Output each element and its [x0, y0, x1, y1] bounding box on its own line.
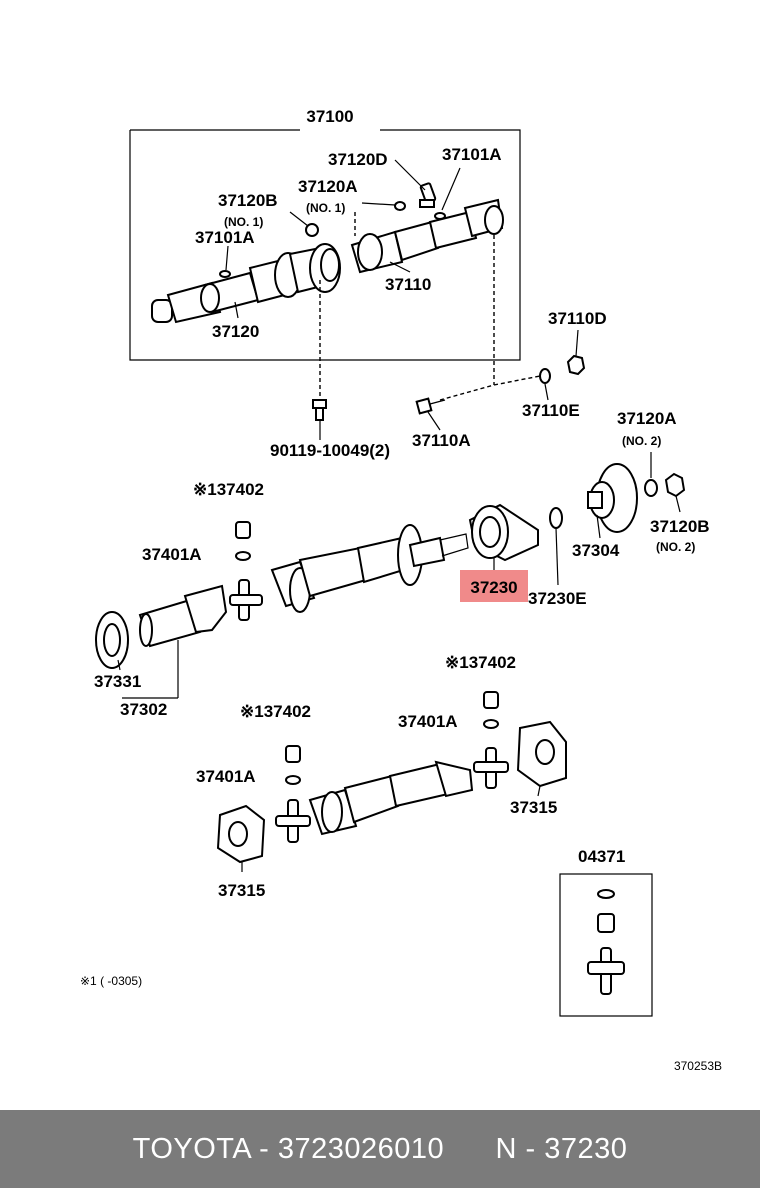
spider-bearing-37402-b: ※137402: [445, 653, 516, 709]
label-37120B-no2-sub: (NO. 2): [656, 540, 695, 554]
footer-brand-part: TOYOTA - 3723026010: [132, 1132, 445, 1165]
washer-37110E: 37110E: [522, 368, 580, 420]
label-37401A-b: 37401A: [398, 712, 458, 731]
label-37302: 37302: [120, 700, 167, 719]
label-37120A-no1: 37120A: [298, 177, 358, 196]
sleeve-yoke-37302: 37302: [120, 584, 228, 719]
spider-bearing-37402-a: ※137402: [193, 480, 264, 539]
label-37120A-no2: 37120A: [617, 409, 677, 428]
bolt-90119-10049: 90119-10049(2): [270, 399, 390, 460]
snap-ring-37401A-c: 37401A: [196, 767, 301, 786]
nut-37120B-no1: [305, 223, 319, 237]
label-37230E: 37230E: [528, 589, 587, 608]
label-37402-b: ※137402: [445, 653, 516, 672]
label-37315-right: 37315: [510, 798, 557, 817]
parts-diagram: 37100: [80, 107, 722, 1073]
label-37110E: 37110E: [522, 401, 580, 420]
label-37120D: 37120D: [328, 150, 388, 169]
label-37120A-no1-sub: (NO. 1): [306, 201, 345, 215]
label-37101A-top: 37101A: [442, 145, 502, 164]
clip-37101A-left: [219, 270, 231, 278]
assembly-37100-group: 37100: [129, 107, 521, 361]
label-37401A-c: 37401A: [196, 767, 256, 786]
label-37101A-left: 37101A: [195, 228, 255, 247]
label-37120: 37120: [212, 322, 259, 341]
washer-37120A-no2: 37120A (NO. 2): [617, 409, 677, 497]
intermediate-shaft: [270, 524, 469, 613]
footer-gap: [444, 1133, 495, 1166]
footer-ref: N - 37230: [495, 1132, 628, 1165]
nut-37120B-no2: 37120B (NO. 2): [650, 472, 710, 554]
label-37110A: 37110A: [412, 431, 471, 450]
diagram-code: 370253B: [674, 1059, 722, 1073]
label-37120A-no2-sub: (NO. 2): [622, 434, 661, 448]
label-04371: 04371: [578, 847, 625, 866]
bolt-37110A: 37110A: [412, 397, 471, 450]
nut-37110D: 37110D: [548, 309, 607, 376]
label-37402-c: ※137402: [240, 702, 311, 721]
propeller-shaft-rear-37110: [350, 198, 504, 274]
highlight-box-37230: [460, 570, 528, 602]
part-number-footer: TOYOTA - 3723026010 N - 37230: [0, 1110, 760, 1188]
label-37100: 37100: [306, 107, 353, 126]
center-bearing-37230: 37230: [460, 503, 539, 602]
label-37120B-no1-sub: (NO. 1): [224, 215, 263, 229]
snap-ring-37401A-a: 37401A: [142, 545, 251, 564]
label-37304: 37304: [572, 541, 620, 560]
label-37315-left: 37315: [218, 881, 265, 900]
kit-04371: 04371: [559, 847, 653, 1017]
label-37120B-no1: 37120B: [218, 191, 278, 210]
footnote: ※1 ( -0305): [80, 974, 142, 988]
flange-37304: 37304: [572, 463, 638, 560]
label-37120B-no2: 37120B: [650, 517, 710, 536]
label-90119-10049: 90119-10049(2): [270, 441, 390, 460]
label-37230: 37230: [470, 578, 517, 597]
clip-37101A-top: [434, 212, 446, 220]
spider-bearing-37402-c: ※137402: [240, 702, 311, 763]
flange-yoke-37315-right: 37315: [510, 720, 567, 817]
propeller-shaft-front-37120: [151, 243, 341, 324]
universal-joint-spider-c: [275, 799, 311, 843]
rear-shaft-tube: [308, 760, 474, 836]
snap-ring-37401A-b: 37401A: [398, 712, 499, 731]
universal-joint-spider-a: [229, 579, 263, 621]
label-37331: 37331: [94, 672, 141, 691]
label-37110: 37110: [385, 275, 431, 294]
bolt-37120D: [419, 182, 437, 208]
universal-joint-spider-b: [473, 747, 509, 789]
washer-37230E: 37230E: [528, 507, 587, 608]
label-37110D: 37110D: [548, 309, 607, 328]
label-37401A-a: 37401A: [142, 545, 202, 564]
oil-seal-37331: 37331: [94, 611, 141, 691]
label-37402-a: ※137402: [193, 480, 264, 499]
washer-37120A-no1: [394, 201, 406, 211]
flange-yoke-37315-left: 37315: [216, 804, 265, 900]
